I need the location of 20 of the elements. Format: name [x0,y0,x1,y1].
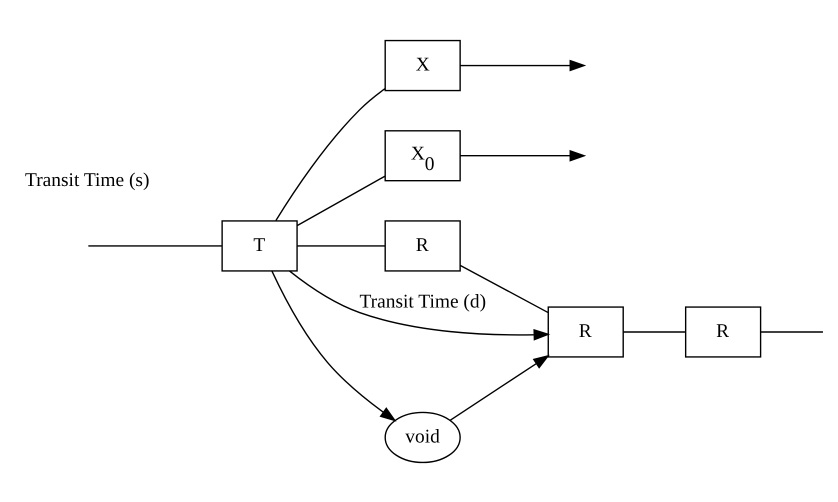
node-box: R [384,220,461,272]
connector [297,175,386,226]
arrow [450,354,550,420]
edge-label: Transit Time (d) [360,290,486,312]
connector [760,330,823,332]
arrow [460,149,586,162]
arrow [460,59,586,71]
node-box: R [684,306,762,358]
label: Transit Time (s) [25,169,150,190]
connector [275,88,386,220]
node-ellipse: void [384,411,461,463]
connector [460,264,548,313]
arrow [271,270,396,422]
node-box: R [548,306,624,358]
arrow [289,270,550,340]
connector [624,330,686,332]
node-box: X [384,39,461,91]
connector [88,244,222,246]
connector [297,244,386,246]
node-box: T [221,220,298,272]
